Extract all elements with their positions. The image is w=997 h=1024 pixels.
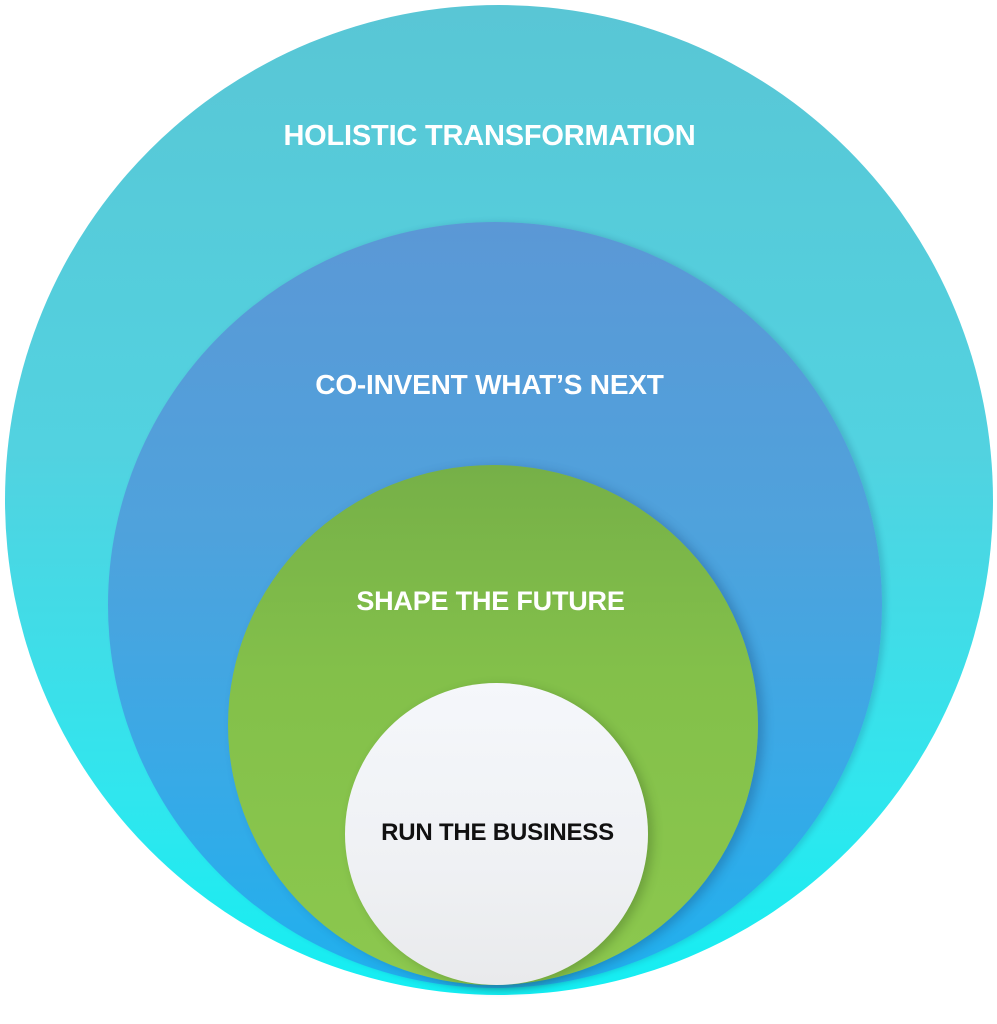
run-the-business-circle — [345, 683, 648, 985]
co-invent-whats-next-label: CO-INVENT WHAT’S NEXT — [315, 369, 664, 400]
shape-the-future-label: SHAPE THE FUTURE — [356, 586, 625, 616]
run-the-business-label: RUN THE BUSINESS — [381, 819, 614, 846]
holistic-transformation-label: HOLISTIC TRANSFORMATION — [283, 120, 696, 152]
